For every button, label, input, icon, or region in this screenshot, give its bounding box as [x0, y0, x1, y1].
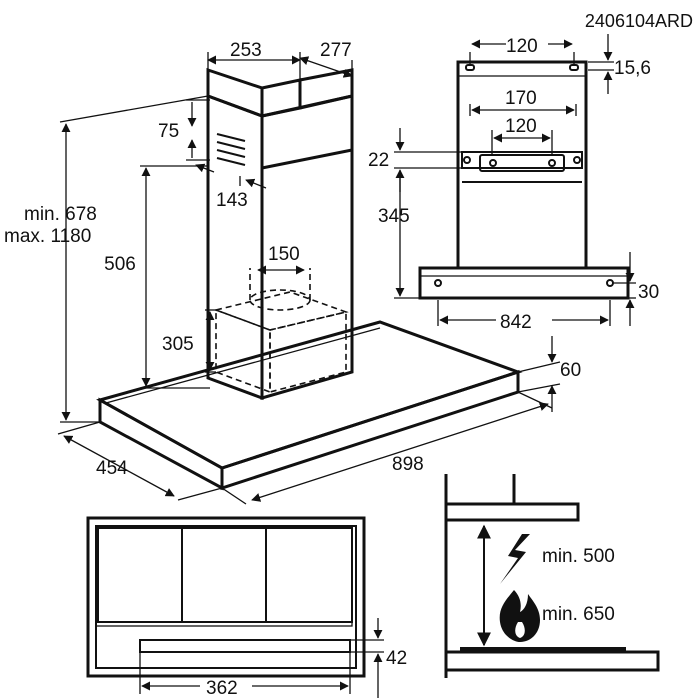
dim-canopy-width: 898 — [392, 454, 424, 475]
clearance-gas-label: min. 650 — [542, 604, 615, 625]
bracket-view: 120 15,6 170 120 22 345 842 — [368, 34, 659, 333]
dim-filter-depth: 42 — [386, 648, 407, 669]
dim-duct-diameter: 150 — [268, 244, 300, 265]
flame-icon — [499, 590, 540, 642]
dim-fixing-height: 506 — [104, 254, 136, 275]
dim-outlet-height: 143 — [216, 190, 248, 211]
dim-outlet-offset: 75 — [158, 121, 179, 142]
dim-upper-hole-spacing: 120 — [506, 36, 538, 57]
dim-bracket-width: 170 — [505, 88, 537, 109]
dim-hood-hole-spacing: 842 — [500, 312, 532, 333]
dim-bracket-offset: 22 — [368, 150, 389, 171]
upper-chimney — [206, 60, 354, 166]
dim-chimney-min: min. 678 — [24, 204, 97, 225]
main-view: 253 277 min. 678 max. 1180 75 143 506 15… — [4, 40, 581, 505]
lightning-icon — [500, 534, 530, 584]
grease-filters — [97, 527, 353, 623]
dim-chimney-depth: 277 — [320, 40, 352, 61]
dim-bracket-height: 345 — [378, 206, 410, 227]
dim-chimney-width: 253 — [230, 40, 262, 61]
drawing-code: 2406104ARD — [585, 11, 693, 31]
motor-box — [213, 268, 349, 394]
dim-canopy-depth: 454 — [96, 458, 128, 479]
dim-chimney-max: max. 1180 — [4, 226, 91, 247]
clearance-electric-label: min. 500 — [542, 546, 615, 567]
clearance-view: min. 500 min. 650 — [444, 474, 660, 678]
dim-box-height: 305 — [162, 334, 194, 355]
dim-upper-hole-offset: 15,6 — [614, 58, 651, 79]
dim-hood-hole-height: 30 — [638, 282, 659, 303]
vent-grille — [216, 133, 246, 166]
dim-bracket-hole-spacing: 120 — [505, 116, 537, 137]
bottom-view: 362 42 — [86, 516, 407, 699]
dim-filter-width: 362 — [206, 678, 238, 699]
dim-canopy-thickness: 60 — [560, 360, 581, 381]
